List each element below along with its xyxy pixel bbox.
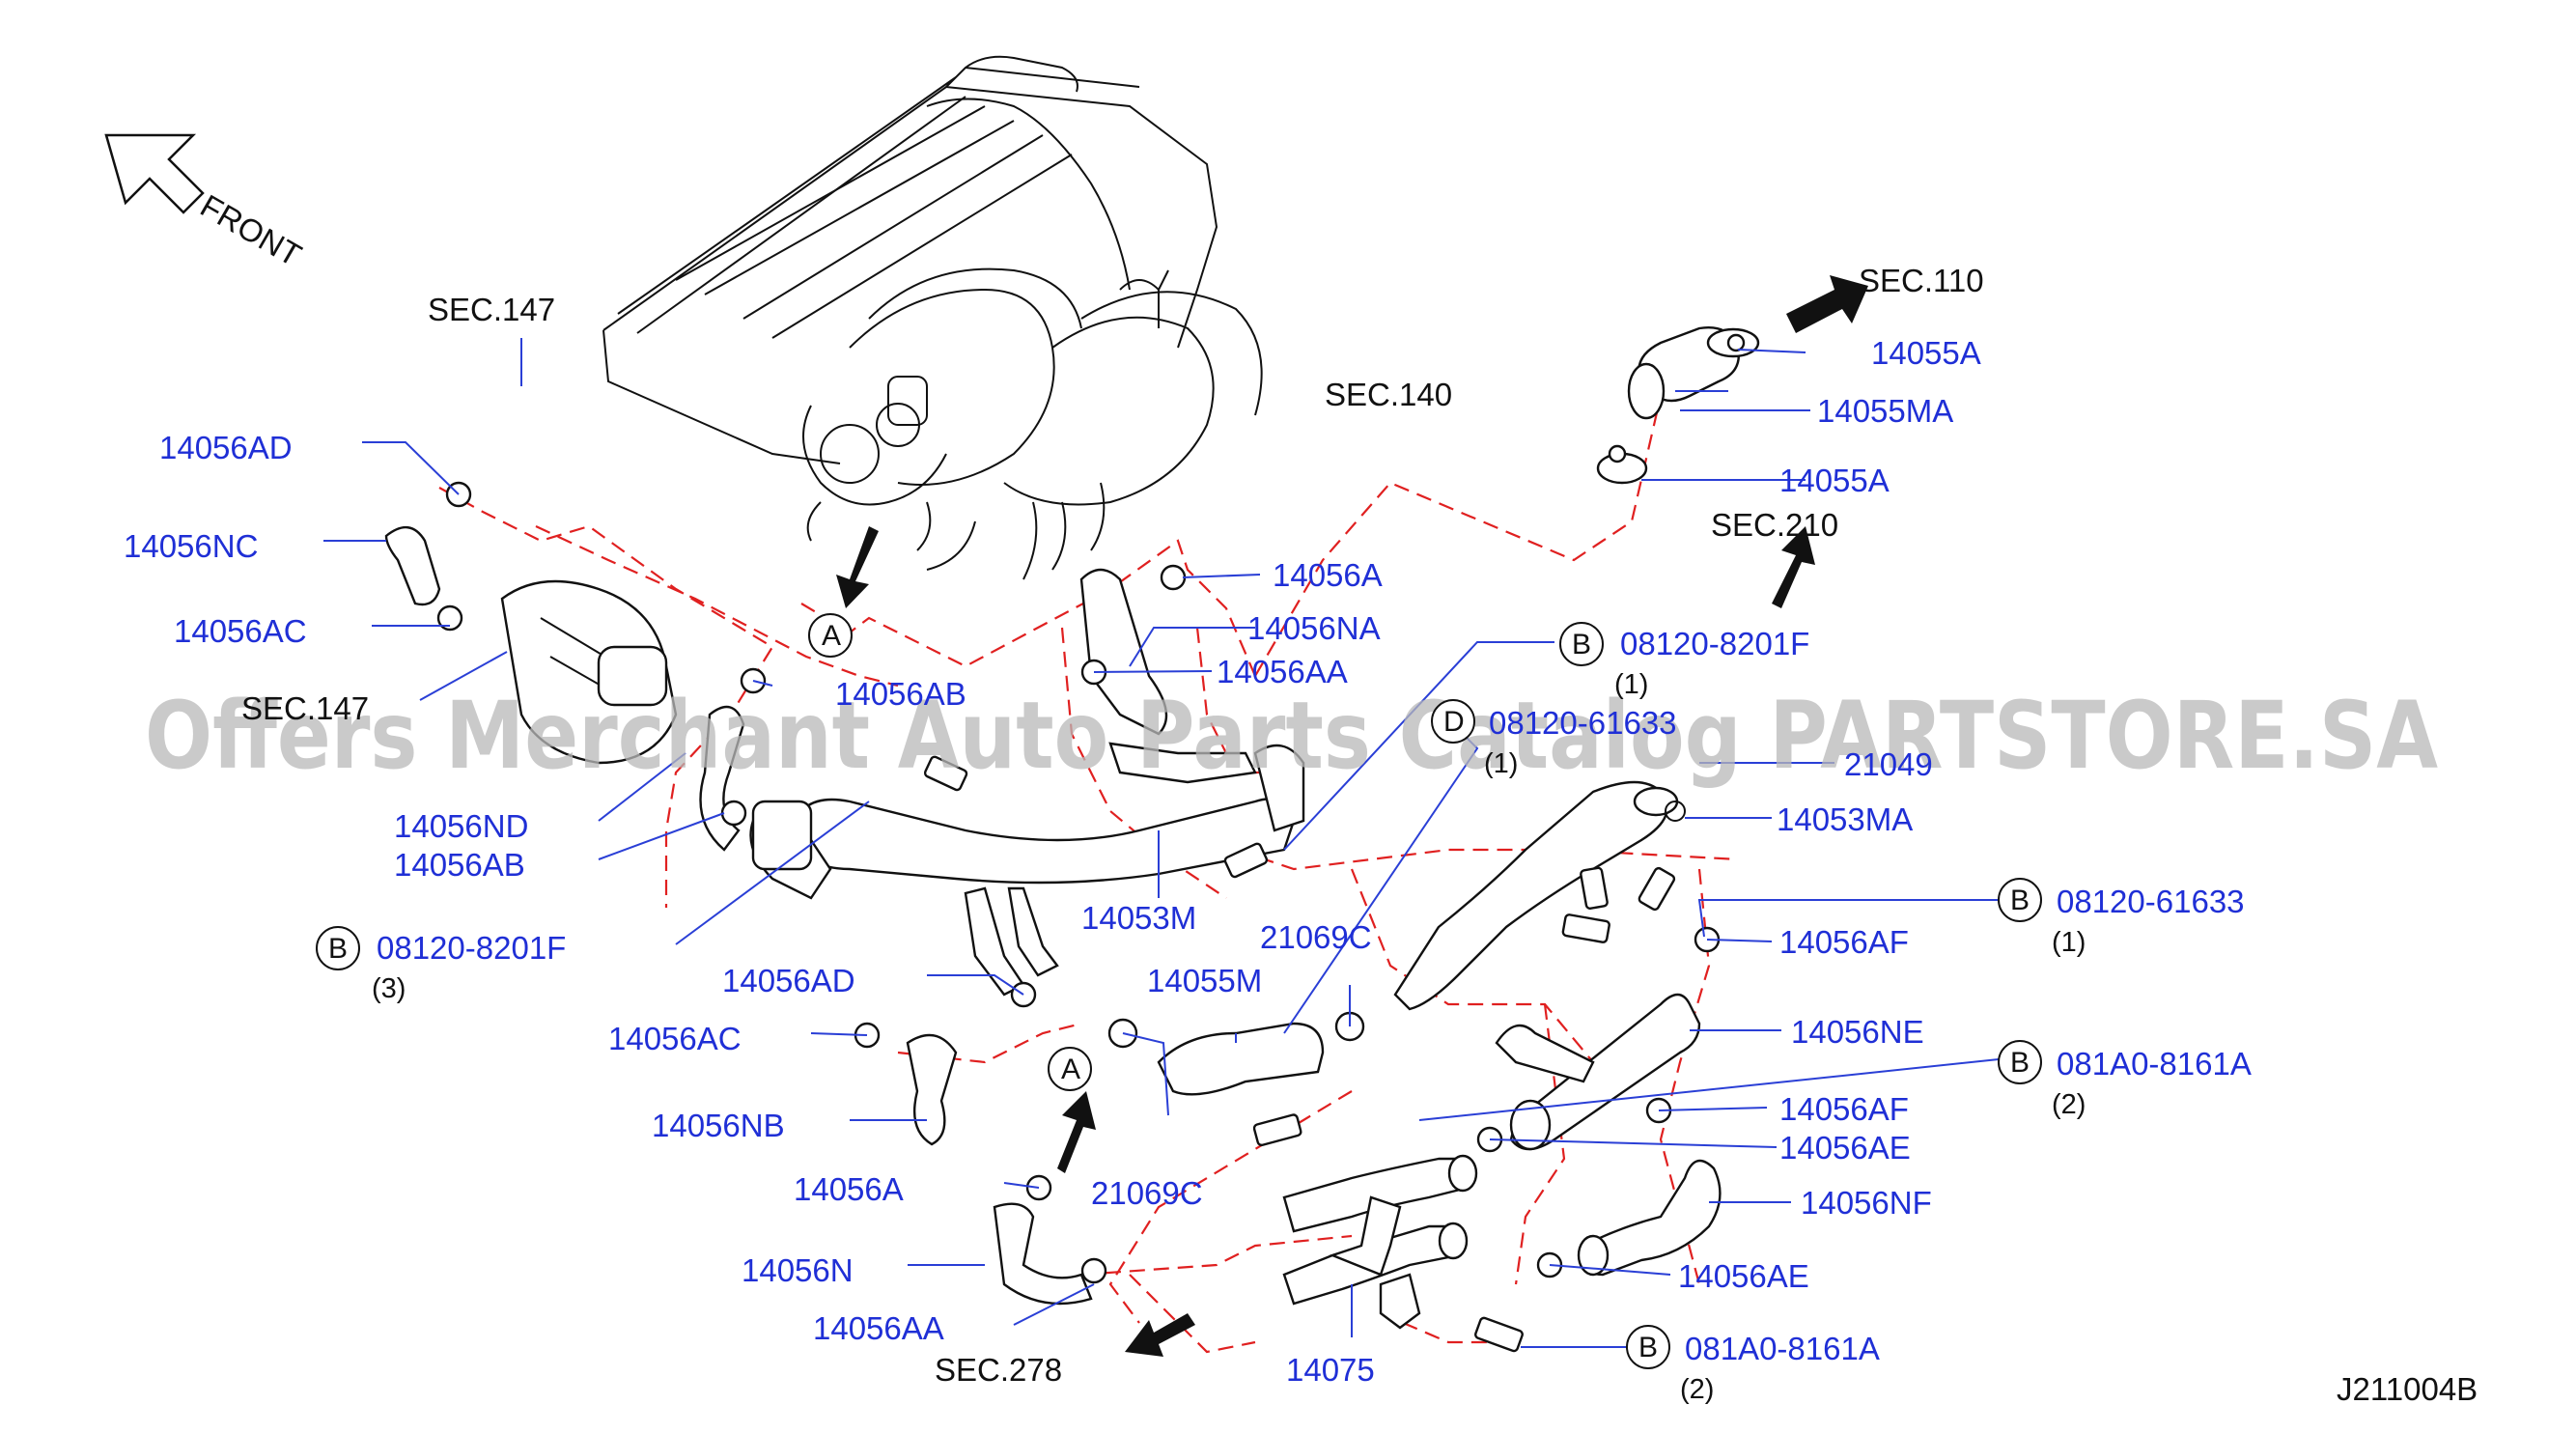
bolt-callouts: B 08120-8201F (3) B 08120-8201F (1) D 08… bbox=[316, 622, 2252, 1405]
bolt-callout[interactable]: B 081A0-8161A (2) bbox=[1998, 1040, 2252, 1120]
part-label[interactable]: 21069C bbox=[1260, 919, 1372, 955]
engine-drawing bbox=[602, 55, 1263, 580]
part-label[interactable]: 14056AE bbox=[1678, 1258, 1809, 1294]
part-label[interactable]: 14053M bbox=[1081, 900, 1196, 936]
part-label[interactable]: 14056AC bbox=[608, 1021, 742, 1056]
part-label[interactable]: 14056A bbox=[1273, 557, 1383, 593]
section-arrows bbox=[104, 133, 1868, 1357]
svg-text:081A0-8161A: 081A0-8161A bbox=[2057, 1046, 2252, 1082]
part-label[interactable]: 14055A bbox=[1871, 335, 1981, 371]
part-label[interactable]: 14056AF bbox=[1779, 924, 1909, 960]
view-marker-a[interactable]: A bbox=[1048, 1047, 1092, 1091]
part-label[interactable]: 14055MA bbox=[1817, 393, 1953, 429]
section-label[interactable]: SEC.140 bbox=[1325, 377, 1452, 412]
svg-text:A: A bbox=[1061, 1054, 1080, 1085]
svg-text:B: B bbox=[2010, 1047, 2030, 1079]
section-labels: FRONT SEC.147 SEC.140 SEC.147 SEC.110 SE… bbox=[195, 187, 2478, 1407]
bolt-callout[interactable]: B 081A0-8161A (2) bbox=[1626, 1325, 1880, 1405]
part-label[interactable]: 14056NB bbox=[652, 1108, 785, 1143]
svg-text:(1): (1) bbox=[1614, 669, 1648, 700]
section-label[interactable]: SEC.210 bbox=[1711, 507, 1838, 543]
part-label[interactable]: 14075 bbox=[1286, 1352, 1375, 1388]
part-label[interactable]: 14056NE bbox=[1791, 1014, 1924, 1050]
part-label[interactable]: 14056AC bbox=[174, 613, 307, 649]
arrow-up-a-icon bbox=[1057, 1091, 1096, 1173]
part-label[interactable]: 14056AB bbox=[394, 847, 525, 883]
bolt-callout[interactable]: B 08120-61633 (1) bbox=[1998, 878, 2245, 958]
section-label[interactable]: SEC.147 bbox=[428, 292, 555, 327]
svg-text:(1): (1) bbox=[2052, 927, 2086, 958]
view-marker-a[interactable]: A bbox=[808, 613, 853, 658]
svg-text:A: A bbox=[822, 620, 841, 652]
svg-text:D: D bbox=[1443, 706, 1465, 738]
watermark: Offers Merchant Auto Parts Catalog PARTS… bbox=[145, 682, 2438, 790]
part-label[interactable]: 14056ND bbox=[394, 808, 528, 844]
part-label[interactable]: 14056N bbox=[742, 1252, 854, 1288]
svg-text:(2): (2) bbox=[1680, 1374, 1714, 1405]
part-label[interactable]: 14056AE bbox=[1779, 1130, 1911, 1166]
hose-parts bbox=[384, 326, 1760, 1330]
part-label[interactable]: 14056AD bbox=[722, 963, 855, 998]
svg-text:08120-8201F: 08120-8201F bbox=[1620, 626, 1809, 661]
diagram-code: J211004B bbox=[2337, 1371, 2478, 1407]
part-label[interactable]: 14056AF bbox=[1779, 1091, 1909, 1127]
part-label[interactable]: 14055A bbox=[1779, 463, 1890, 498]
part-label[interactable]: 14056AA bbox=[1217, 654, 1348, 689]
svg-text:B: B bbox=[1572, 629, 1591, 660]
part-label[interactable]: 14055M bbox=[1147, 963, 1262, 998]
arrow-to-sec110-icon bbox=[1786, 275, 1868, 333]
part-label[interactable]: 14056AB bbox=[835, 676, 966, 712]
arrow-to-sec278-icon bbox=[1125, 1313, 1195, 1357]
svg-text:08120-61633: 08120-61633 bbox=[1489, 705, 1677, 741]
arrow-down-a-icon bbox=[836, 526, 879, 608]
front-arrow-icon bbox=[104, 133, 205, 214]
arrow-to-sec210-icon bbox=[1772, 526, 1815, 608]
bolt-callout[interactable]: D 08120-61633 (1) bbox=[1431, 699, 1677, 779]
section-label[interactable]: SEC.278 bbox=[935, 1352, 1062, 1388]
svg-text:(1): (1) bbox=[1484, 748, 1518, 779]
section-label[interactable]: SEC.110 bbox=[1859, 263, 1984, 298]
view-markers: A A bbox=[808, 613, 1092, 1091]
svg-text:B: B bbox=[2010, 885, 2030, 916]
part-label[interactable]: 14056NA bbox=[1247, 610, 1381, 646]
part-label[interactable]: 14053MA bbox=[1777, 801, 1913, 837]
front-label: FRONT bbox=[195, 187, 308, 273]
svg-text:(2): (2) bbox=[2052, 1089, 2086, 1120]
section-label[interactable]: SEC.147 bbox=[241, 690, 369, 726]
svg-text:(3): (3) bbox=[372, 973, 406, 1004]
svg-text:08120-61633: 08120-61633 bbox=[2057, 884, 2245, 919]
svg-text:08120-8201F: 08120-8201F bbox=[377, 930, 566, 966]
part-label[interactable]: 14056AD bbox=[159, 430, 293, 465]
svg-text:B: B bbox=[328, 933, 348, 965]
part-label[interactable]: 14056A bbox=[794, 1171, 904, 1207]
part-label[interactable]: 21069C bbox=[1091, 1175, 1203, 1211]
svg-text:081A0-8161A: 081A0-8161A bbox=[1685, 1331, 1880, 1366]
part-labels: 14056AD 14056NC 14056AC 14056AB 14056ND … bbox=[124, 335, 1981, 1388]
bolt-callout[interactable]: B 08120-8201F (3) bbox=[316, 926, 566, 1004]
svg-text:B: B bbox=[1638, 1332, 1658, 1363]
bolt-callout[interactable]: B 08120-8201F (1) bbox=[1559, 622, 1809, 700]
part-label[interactable]: 14056NC bbox=[124, 528, 258, 564]
part-label[interactable]: 14056AA bbox=[813, 1310, 944, 1346]
part-label[interactable]: 21049 bbox=[1844, 746, 1933, 782]
part-label[interactable]: 14056NF bbox=[1801, 1185, 1932, 1221]
